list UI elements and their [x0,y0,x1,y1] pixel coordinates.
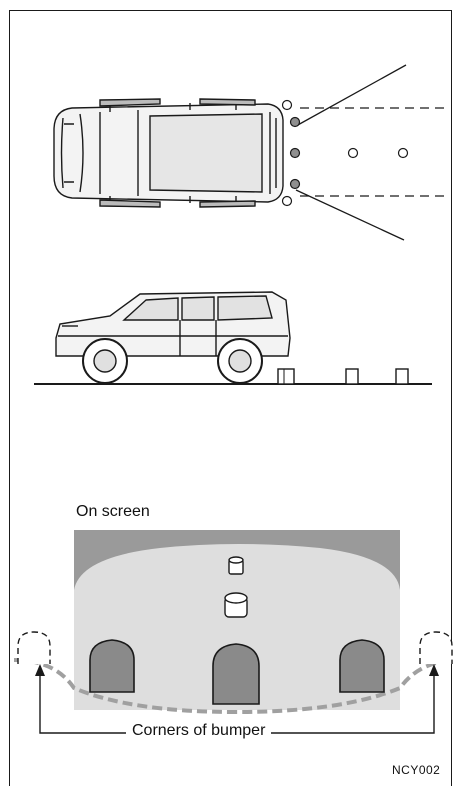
sensor-center [291,149,300,158]
screen-object-mid [225,593,247,617]
obstacle-far [399,149,408,158]
sensor-upper [291,118,300,127]
screen-object-right [340,640,384,692]
screen-object-far [229,557,243,574]
screen-object-center [213,644,259,704]
pole-far [396,369,408,384]
sensor-corner-lower [283,197,292,206]
view-line-upper [296,65,406,126]
top-view [54,65,446,240]
corner-marker-right [420,632,452,664]
view-line-lower [296,190,404,240]
screen-view [14,530,455,733]
corners-of-bumper-label: Corners of bumper [126,722,271,740]
obstacle-near [349,149,358,158]
corner-marker-left [18,632,50,664]
screen-object-left [90,640,134,692]
on-screen-label: On screen [76,503,150,521]
side-view [34,292,432,384]
sensor-corner-upper [283,101,292,110]
wheel-rear [218,339,262,383]
pole-near [278,369,294,384]
wheel-front [83,339,127,383]
car-top-view [54,99,283,207]
sensor-lower [291,180,300,189]
figure-code: NCY002 [392,763,440,777]
pole-middle [346,369,358,384]
